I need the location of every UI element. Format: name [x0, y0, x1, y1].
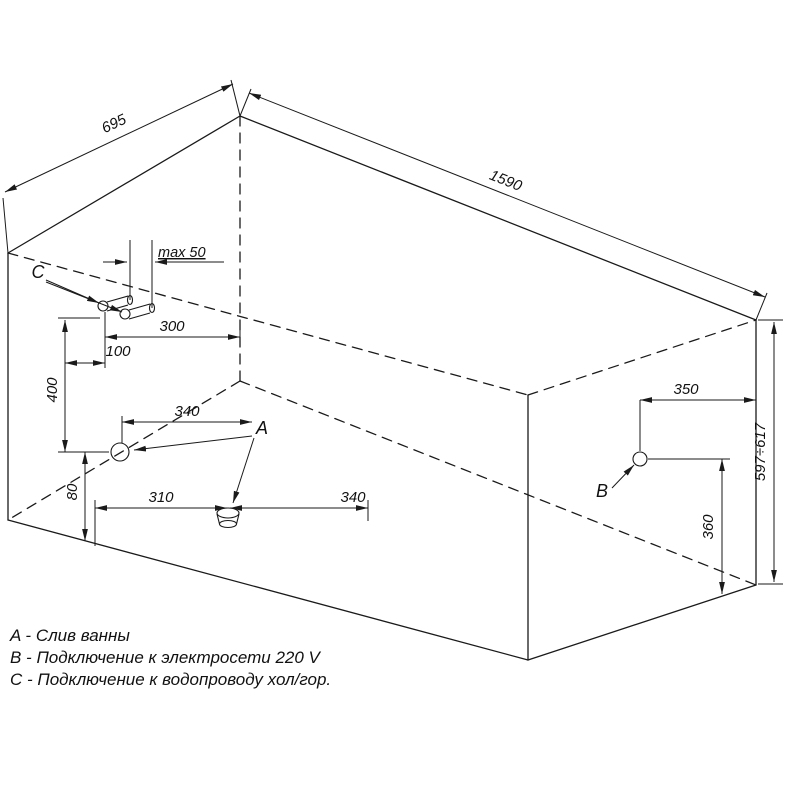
legend-item-b: B - Подключение к электросети 220 V: [10, 648, 322, 667]
drain-fitting-a: [216, 507, 240, 529]
dim-width: 695: [99, 111, 129, 137]
legend-item-c: C - Подключение к водопроводу хол/гор.: [10, 670, 331, 689]
dim-drain-left: 310: [148, 489, 174, 506]
electric-hole-b: [632, 451, 648, 467]
legend: A - Слив ванны B - Подключение к электро…: [9, 626, 331, 689]
overflow-hole-a: [110, 442, 130, 462]
dim-drain-right: 340: [340, 489, 366, 506]
point-label-a: A: [255, 418, 268, 438]
dim-overflow-height: 80: [64, 483, 81, 500]
dimension-lines: [2, 79, 783, 594]
point-label-c: C: [32, 262, 46, 282]
dim-pipe-gap: max 50: [158, 245, 206, 261]
dim-pipe-corner: 300: [159, 318, 185, 335]
leader-lines: [45, 279, 635, 504]
dim-overflow-offset: 340: [174, 403, 200, 420]
dim-length: 1590: [487, 167, 525, 195]
dim-pipe-wall: 100: [105, 343, 131, 360]
dim-socket-height: 360: [700, 514, 717, 540]
dim-total-height: 597÷617: [752, 422, 769, 481]
water-fittings: [97, 294, 156, 320]
point-label-b: B: [596, 481, 608, 501]
dim-socket-offset: 350: [673, 381, 699, 398]
legend-item-a: A - Слив ванны: [9, 626, 130, 645]
tub-outline-visible: [7, 115, 757, 661]
dim-faucet-height: 400: [44, 377, 61, 403]
